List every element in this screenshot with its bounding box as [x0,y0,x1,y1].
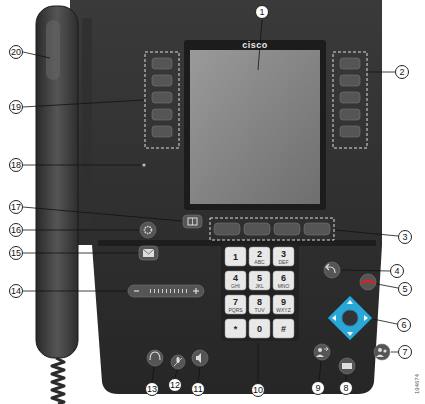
key-digit: # [281,324,286,333]
key-digit: 1 [233,252,238,261]
brand-logo: cisco [242,40,268,50]
key-digit: 9 [281,298,286,307]
callout-number: 1 [255,5,269,19]
callout-number: 9 [311,381,325,395]
key-letters: JKL [255,283,264,288]
callout-number: 3 [398,230,412,244]
callout-number: 2 [395,65,409,79]
callout-number: 7 [398,345,412,359]
key-letters: PQRS [228,307,242,312]
key-digit: 6 [281,274,286,283]
callout-number: 14 [9,284,23,298]
callout-number: 15 [9,246,23,260]
callout-number: 12 [168,378,182,392]
key-digit: 0 [257,324,262,333]
callout-number: 6 [397,318,411,332]
key-letters: DEF [279,259,289,264]
key-digit: 3 [281,250,286,259]
key-digit: 4 [233,274,238,283]
key-letters: ABC [254,259,264,264]
callout-number: 11 [191,382,205,396]
key-letters: TUV [255,307,265,312]
callout-number: 8 [339,381,353,395]
callout-number: 13 [145,382,159,396]
callout-number: 18 [9,158,23,172]
callout-number: 17 [9,200,23,214]
key-letters: WXYZ [276,307,290,312]
key-digit: 2 [257,250,262,259]
callout-number: 16 [9,223,23,237]
callout-number: 19 [9,100,23,114]
figure-id: 194674 [414,374,420,394]
key-digit: 8 [257,298,262,307]
key-digit: 5 [257,274,262,283]
callout-number: 5 [398,282,412,296]
key-digit: 7 [233,298,238,307]
callout-number: 4 [390,264,404,278]
key-letters: GHI [231,283,240,288]
key-letters: MNO [278,283,290,288]
key-digit: * [234,324,238,333]
callout-number: 20 [9,45,23,59]
callout-number: 10 [251,383,265,397]
